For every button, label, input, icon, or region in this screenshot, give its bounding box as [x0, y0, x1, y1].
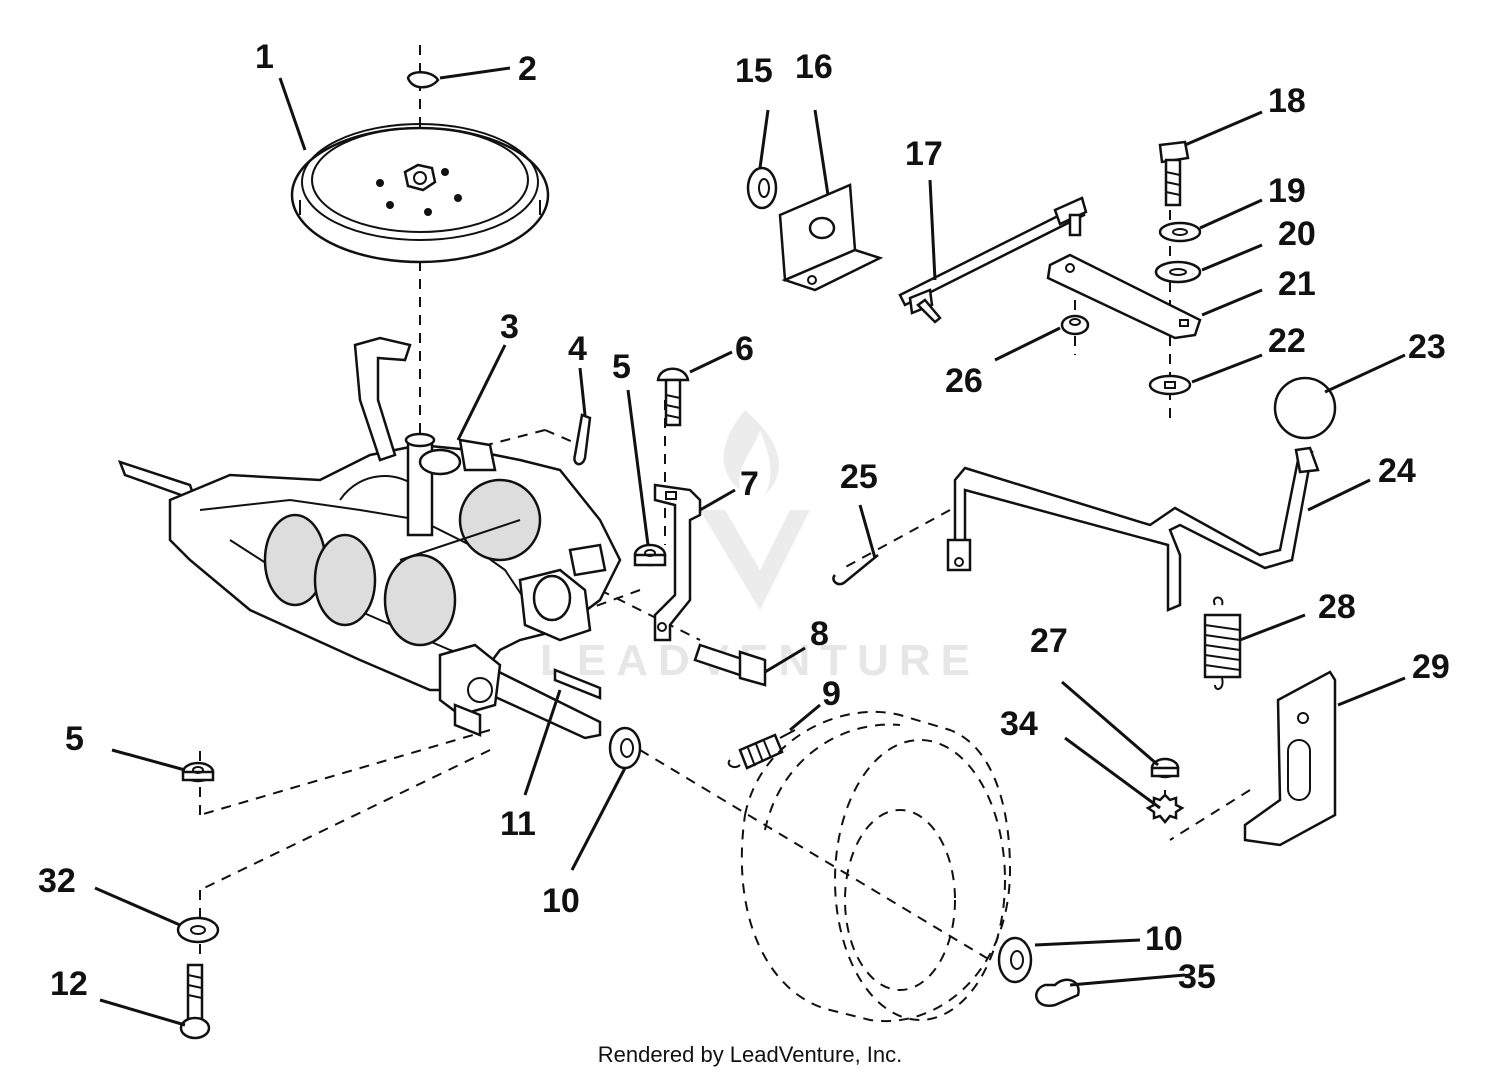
hex-nut-upper: [633, 543, 667, 567]
callout-12: 12: [50, 965, 88, 1003]
link-plate: [1046, 253, 1202, 340]
callout-28: 28: [1318, 588, 1356, 626]
flat-washer-upper: [608, 726, 642, 770]
washer-22: [1148, 374, 1192, 396]
flat-washer-lower: [997, 936, 1033, 984]
callout-15: 15: [735, 52, 773, 90]
callout-27: 27: [1030, 622, 1068, 660]
callout-6: 6: [735, 330, 754, 368]
callout-9: 9: [822, 675, 841, 713]
hairpin-clip: [832, 554, 879, 586]
callout-2: 2: [518, 50, 537, 88]
callout-26: 26: [945, 362, 983, 400]
shift-knob: [1273, 376, 1337, 440]
bolt-18: [1158, 140, 1190, 207]
shift-lever: [946, 446, 1320, 612]
callout-10-lower: 10: [1145, 920, 1183, 958]
callout-21: 21: [1278, 265, 1316, 303]
axle-key: [553, 668, 602, 700]
callout-16: 16: [795, 48, 833, 86]
callout-8: 8: [810, 615, 829, 653]
callout-7: 7: [740, 465, 759, 503]
pivot-bracket: [778, 183, 884, 292]
carriage-bolt: [656, 367, 690, 427]
cotter-pin: [573, 413, 592, 466]
callout-25: 25: [840, 458, 878, 496]
callout-22: 22: [1268, 322, 1306, 360]
leader-lines: [94, 66, 1406, 1027]
callout-5-upper: 5: [612, 348, 631, 386]
washer-32: [176, 916, 220, 944]
hex-bolt: [693, 643, 767, 687]
callout-5-lower: 5: [65, 720, 84, 758]
spacer-26: [1060, 314, 1090, 336]
callout-4: 4: [568, 330, 587, 368]
callout-23: 23: [1408, 328, 1446, 366]
callout-3: 3: [500, 308, 519, 346]
footer-credit: Rendered by LeadVenture, Inc.: [597, 1042, 903, 1067]
callout-35: 35: [1178, 958, 1216, 996]
star-washer-34: [1145, 793, 1185, 824]
callout-1: 1: [255, 38, 274, 76]
return-spring: [1203, 596, 1242, 690]
washer-15: [746, 166, 778, 210]
transaxle: [117, 336, 622, 740]
pulley: [290, 123, 550, 264]
callout-19: 19: [1268, 172, 1306, 210]
washer-19: [1158, 221, 1202, 243]
callout-29: 29: [1412, 648, 1450, 686]
rear-wheel: [740, 710, 1012, 1023]
shoulder-bolt: [179, 963, 211, 1040]
callout-18: 18: [1268, 82, 1306, 120]
lever-bracket: [1243, 670, 1337, 847]
callout-32: 32: [38, 862, 76, 900]
callout-34: 34: [1000, 705, 1038, 743]
callout-11: 11: [500, 805, 536, 843]
tension-spring: [727, 729, 796, 770]
callout-24: 24: [1378, 452, 1416, 490]
callout-17: 17: [905, 135, 943, 173]
callout-labels: 1 2 3 4 5 5 6 7 8 9 10 10 11 12 15 16 17…: [38, 38, 1450, 1003]
mounting-bracket: [653, 483, 702, 642]
hex-nut-lower: [181, 761, 215, 783]
pulley-key: [406, 71, 440, 89]
callout-10-upper: 10: [542, 882, 580, 920]
callout-20: 20: [1278, 215, 1316, 253]
retaining-clip: [1035, 978, 1080, 1008]
control-rod: [898, 196, 1088, 324]
washer-20: [1154, 260, 1202, 284]
